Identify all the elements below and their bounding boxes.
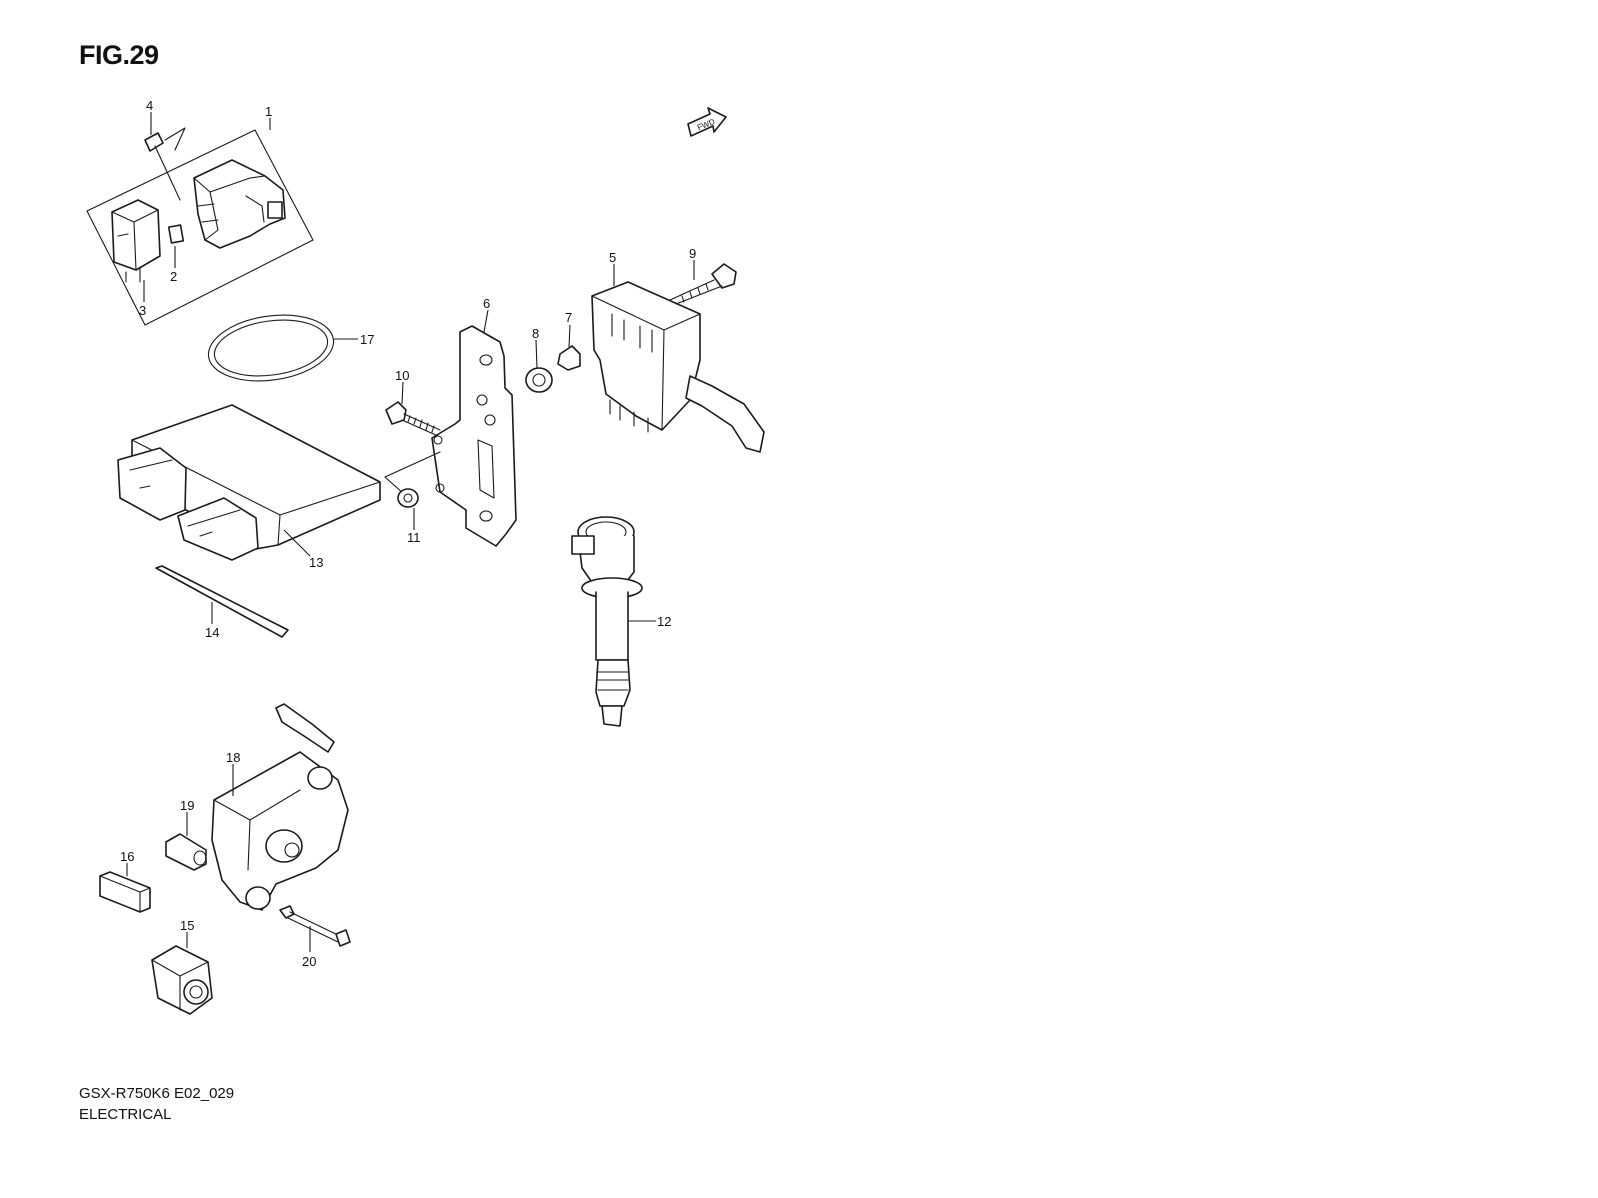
- callout-18: 18: [226, 750, 240, 765]
- part-8-grommet: [525, 367, 553, 393]
- part-13-ecm-unit: [117, 404, 381, 561]
- callout-3: 3: [139, 303, 146, 318]
- callout-9: 9: [689, 246, 696, 261]
- callout-19: 19: [180, 798, 194, 813]
- callout-7: 7: [565, 310, 572, 325]
- callout-2: 2: [170, 269, 177, 284]
- callout-10: 10: [395, 368, 409, 383]
- callout-16: 16: [120, 849, 134, 864]
- part-1-relay-assembly: [86, 127, 314, 326]
- part-18-sensor: [211, 703, 349, 911]
- callout-numbers: 1 2 3 4 5 6 7 8 9 10 11 12 13 14 15 16 1…: [120, 98, 696, 969]
- callout-14: 14: [205, 625, 219, 640]
- callout-13: 13: [309, 555, 323, 570]
- footer-category: ELECTRICAL: [79, 1106, 172, 1123]
- callout-8: 8: [532, 326, 539, 341]
- callout-20: 20: [302, 954, 316, 969]
- callout-15: 15: [180, 918, 194, 933]
- callout-1: 1: [265, 104, 272, 119]
- callout-5: 5: [609, 250, 616, 265]
- part-17-o-ring: [207, 314, 335, 382]
- figure-title: FIG.29: [79, 40, 159, 70]
- callout-4: 4: [146, 98, 153, 113]
- part-12-ignition-coil: [571, 516, 643, 727]
- callout-11: 11: [407, 530, 421, 545]
- part-10-bolt: [385, 401, 441, 437]
- part-16-block: [99, 871, 151, 913]
- part-15-sensor: [151, 945, 213, 1015]
- callout-17: 17: [360, 332, 374, 347]
- leader-lines: [126, 112, 695, 952]
- part-20-screw: [279, 905, 351, 947]
- part-5-regulator: [591, 281, 765, 453]
- footer-model-code: GSX-R750K6 E02_029: [79, 1085, 235, 1102]
- part-19-spacer: [165, 833, 207, 871]
- part-9-bolt: [669, 263, 737, 305]
- callout-12: 12: [657, 614, 671, 629]
- part-7-collar: [557, 345, 581, 371]
- fwd-arrow-icon: FWD: [687, 107, 727, 137]
- part-14-pad: [155, 565, 289, 638]
- part-6-bracket: [384, 325, 517, 547]
- part-11-nut: [397, 488, 419, 508]
- callout-6: 6: [483, 296, 490, 311]
